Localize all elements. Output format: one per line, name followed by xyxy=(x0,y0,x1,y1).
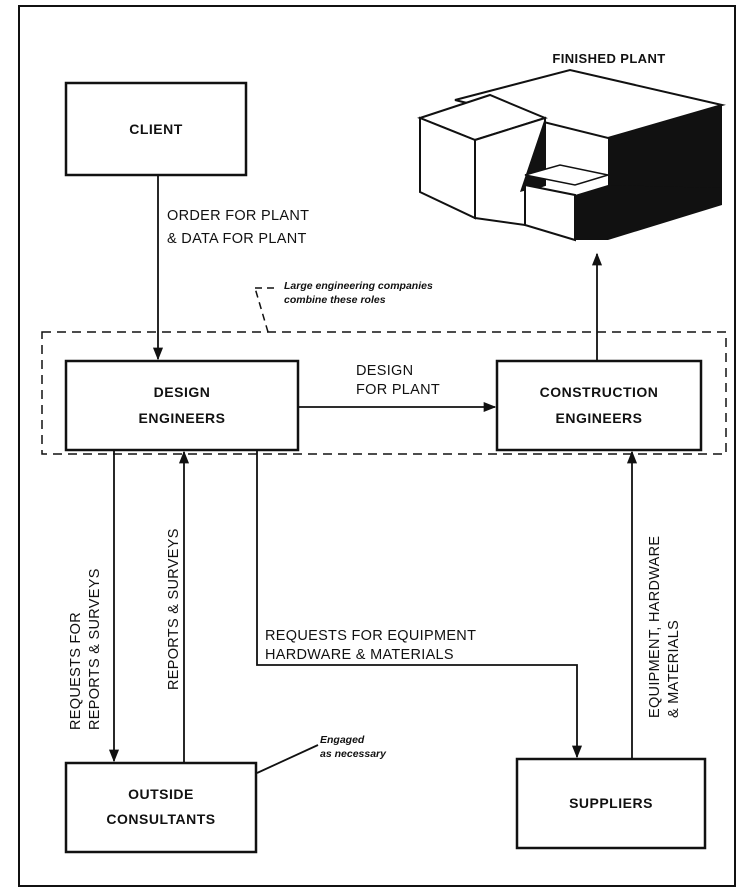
reports-surveys-label: REPORTS & SURVEYS xyxy=(166,528,182,690)
requests-equipment-label-line2: HARDWARE & MATERIALS xyxy=(265,647,454,663)
combine-note: Large engineering companies xyxy=(284,280,433,292)
requests-reports-label: REQUESTS FOR xyxy=(68,612,84,730)
suppliers-box xyxy=(515,757,707,850)
engaged-note-leader xyxy=(256,744,319,774)
design-engineers-label: DESIGN xyxy=(154,384,211,400)
outer-frame xyxy=(18,5,736,887)
suppliers-label: SUPPLIERS xyxy=(569,795,653,811)
equipment-label: EQUIPMENT, HARDWARE xyxy=(647,536,663,718)
order-label-line2: & DATA FOR PLANT xyxy=(167,231,307,247)
outside-consultants-label-line2: CONSULTANTS xyxy=(106,811,215,827)
engaged-note: Engaged xyxy=(320,734,365,746)
design-for-plant-label: DESIGN xyxy=(356,363,413,379)
requests-equipment-arrow xyxy=(256,450,583,759)
finished-plant-illustration xyxy=(417,68,726,242)
order-label: ORDER FOR PLANT xyxy=(167,208,309,224)
requests-reports-label-line2: REPORTS & SURVEYS xyxy=(87,568,103,730)
construction-engineers-label: CONSTRUCTION xyxy=(540,384,659,400)
equipment-label-line2: & MATERIALS xyxy=(666,620,682,718)
combine-note-leader xyxy=(254,287,269,333)
combine-note-line2: combine these roles xyxy=(284,294,386,306)
construction-engineers-box xyxy=(495,359,703,452)
design-engineers-box xyxy=(64,359,300,452)
construction-engineers-label-line2: ENGINEERS xyxy=(556,410,643,426)
requests-equipment-label: REQUESTS FOR EQUIPMENT xyxy=(265,628,476,644)
outside-consultants-label: OUTSIDE xyxy=(128,786,194,802)
outside-consultants-box xyxy=(64,761,258,854)
client-box xyxy=(64,81,248,177)
combined-roles-group xyxy=(41,331,727,455)
finished-plant-title: FINISHED PLANT xyxy=(552,51,665,66)
engaged-note-line2: as necessary xyxy=(320,748,387,760)
design-engineers-label-line2: ENGINEERS xyxy=(139,410,226,426)
design-for-plant-label-line2: FOR PLANT xyxy=(356,382,440,398)
client-label: CLIENT xyxy=(129,121,183,137)
